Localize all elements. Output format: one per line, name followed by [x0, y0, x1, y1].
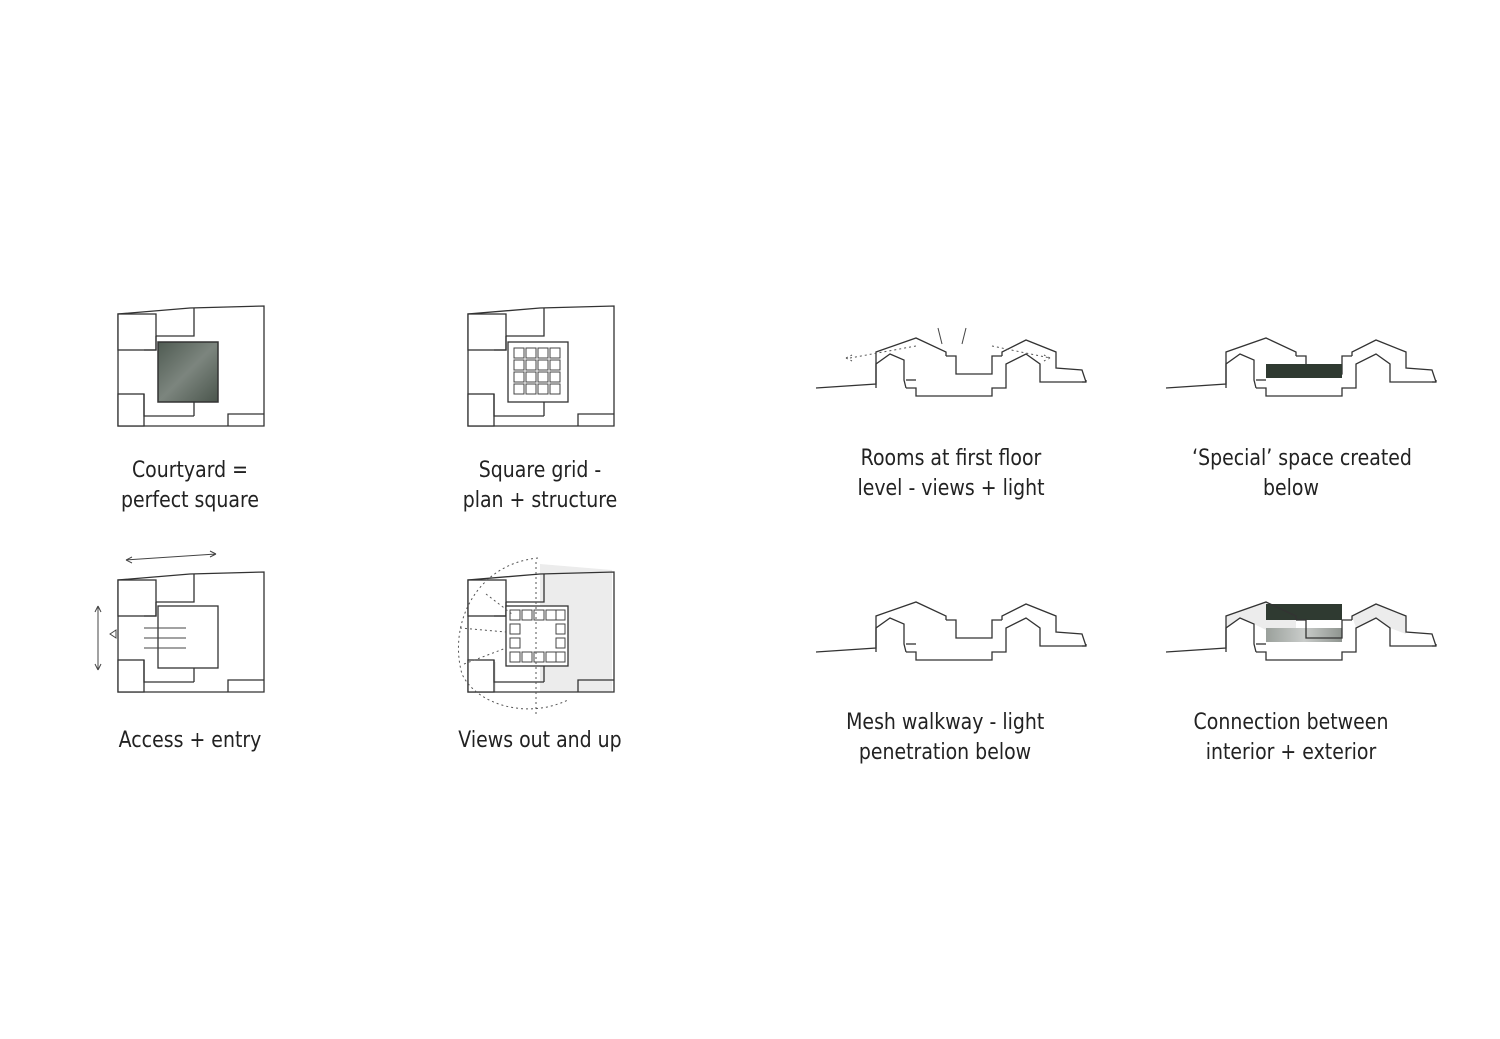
height-arrow	[94, 605, 102, 671]
mesh-section-drawing	[815, 601, 1087, 661]
caption-connection: Connection between interior + exterior	[1192, 708, 1390, 768]
grid-cells	[509, 609, 566, 663]
lower-space-fill	[1266, 628, 1342, 642]
diagram-access-entry	[90, 550, 270, 700]
views-plan-drawing	[458, 557, 615, 714]
access-plan-drawing	[94, 550, 265, 693]
walkway-dark-fill	[1266, 604, 1342, 620]
caption-special-space: ‘Special’ space created below	[1192, 444, 1412, 504]
caption-mesh-walkway: Mesh walkway - light penetration below	[846, 708, 1044, 768]
diagram-rooms-first-floor	[815, 308, 1088, 400]
special-space-fill	[1266, 364, 1342, 378]
rooms-section-drawing	[815, 327, 1087, 397]
special-space-section-drawing	[1165, 337, 1437, 397]
caption-line: ‘Special’ space created	[1192, 446, 1412, 471]
diagram-square-grid	[466, 305, 616, 436]
diagram-connection	[1165, 572, 1438, 664]
grid-cells	[513, 347, 561, 395]
caption-line: Mesh walkway - light	[846, 710, 1045, 735]
caption-line: Courtyard =	[131, 458, 249, 483]
caption-line: plan + structure	[462, 488, 618, 513]
caption-line: penetration below	[858, 740, 1032, 765]
caption-line: Access + entry	[118, 728, 262, 753]
caption-rooms-first-floor: Rooms at first floor level - views + lig…	[852, 444, 1050, 504]
diagram-mesh-walkway	[815, 572, 1088, 664]
caption-line: Connection between	[1193, 710, 1389, 735]
caption-square-grid: Square grid - plan + structure	[454, 456, 626, 516]
caption-line: level - views + light	[857, 476, 1045, 501]
caption-courtyard: Courtyard = perfect square	[104, 456, 276, 516]
width-arrow	[125, 550, 217, 564]
courtyard-square	[157, 341, 219, 403]
courtyard-plan-drawing	[117, 305, 265, 427]
caption-views-out: Views out and up	[454, 726, 626, 756]
caption-line: Views out and up	[458, 728, 622, 753]
caption-line: Rooms at first floor	[860, 446, 1042, 471]
diagram-special-space	[1165, 308, 1438, 400]
caption-line: Square grid -	[478, 458, 602, 483]
caption-line: below	[1263, 476, 1319, 501]
caption-line: perfect square	[120, 488, 260, 513]
caption-access-entry: Access + entry	[104, 726, 276, 756]
diagram-views-out	[456, 554, 616, 720]
caption-line: interior + exterior	[1205, 740, 1377, 765]
diagram-courtyard	[116, 305, 266, 436]
square-grid-plan-drawing	[467, 305, 615, 427]
connection-section-drawing	[1165, 601, 1437, 661]
